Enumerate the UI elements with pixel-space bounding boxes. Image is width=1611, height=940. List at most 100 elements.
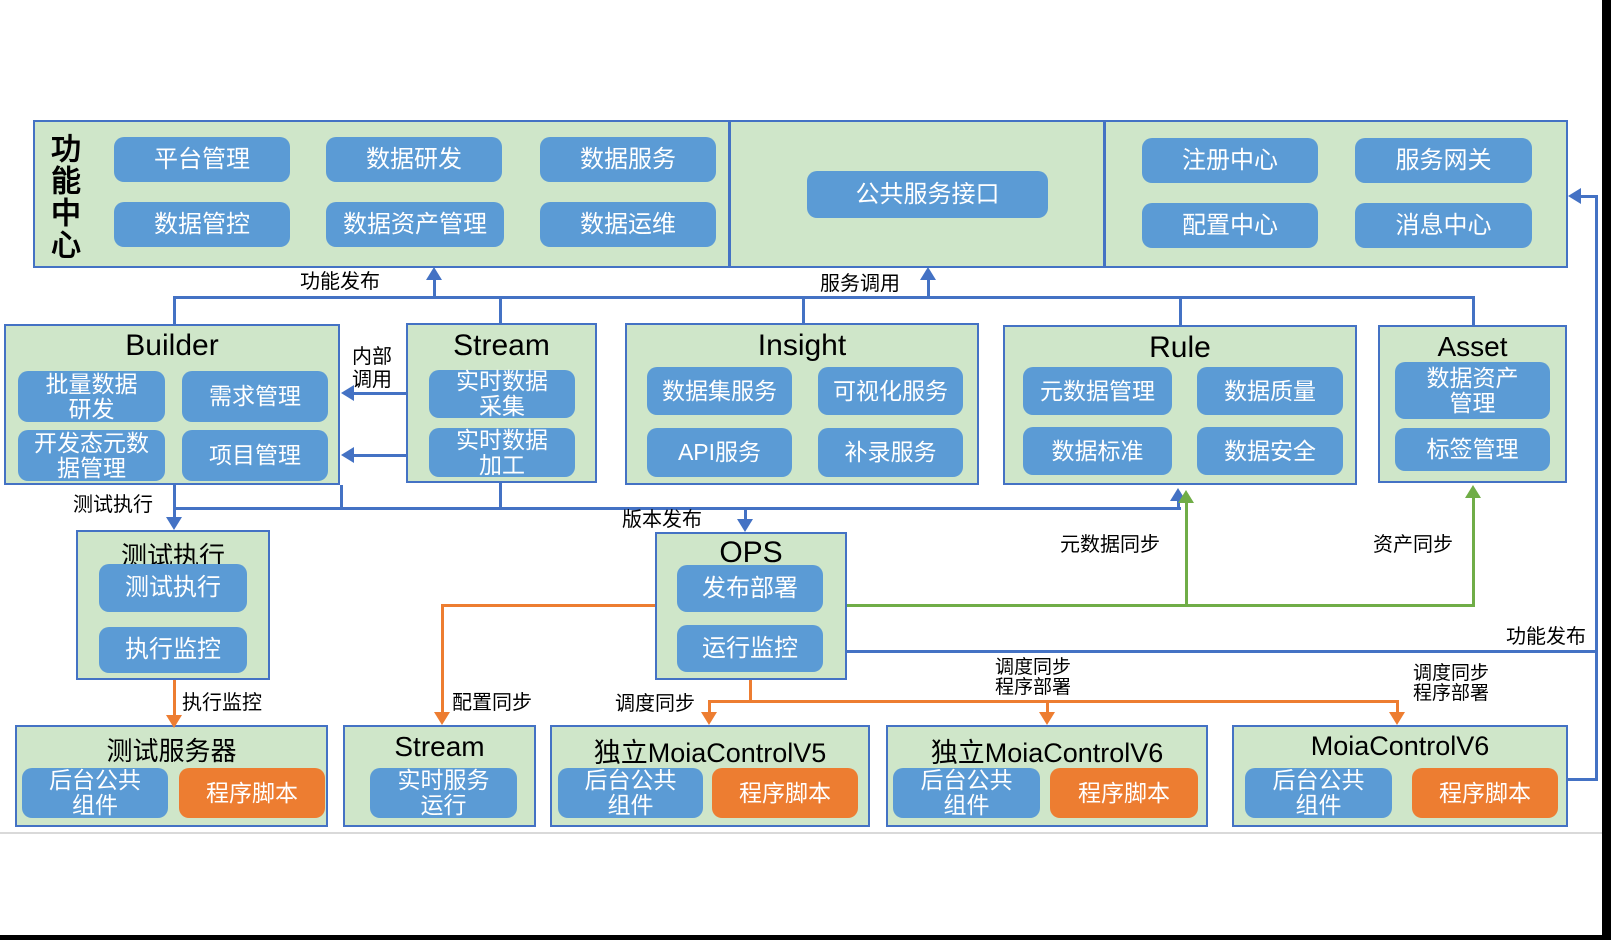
ln bbox=[1185, 503, 1188, 604]
builder-title: Builder bbox=[125, 329, 219, 362]
insight-item: 数据集服务 bbox=[647, 367, 792, 415]
top-platform-item: 数据资产管理 bbox=[326, 202, 504, 247]
arrow-down bbox=[701, 712, 717, 725]
label-version-release: 版本发布 bbox=[622, 509, 702, 531]
test-exec-item: 测试执行 bbox=[99, 564, 247, 612]
server-moia-v6s-component: 后台公共 组件 bbox=[893, 768, 1040, 818]
ln bbox=[1595, 195, 1598, 781]
builder-item: 批量数据 研发 bbox=[18, 371, 165, 422]
ln bbox=[744, 510, 747, 520]
asset-title: Asset bbox=[1437, 331, 1508, 362]
server-test-title: 测试服务器 bbox=[106, 736, 237, 766]
ln bbox=[1046, 703, 1049, 712]
label-service-call: 服务调用 bbox=[820, 273, 900, 295]
insight-item: API服务 bbox=[647, 428, 792, 477]
label-config-sync: 配置同步 bbox=[452, 692, 532, 714]
stream-title: Stream bbox=[453, 329, 550, 362]
rule-item: 数据质量 bbox=[1197, 367, 1343, 415]
ops-item: 运行监控 bbox=[677, 625, 823, 672]
ln bbox=[708, 700, 711, 712]
arrow-left bbox=[341, 385, 354, 401]
server-moia-v5-component: 后台公共 组件 bbox=[558, 768, 703, 818]
server-stream-component: 实时服务 运行 bbox=[370, 768, 517, 818]
ln bbox=[1177, 501, 1180, 508]
arrow-down bbox=[434, 712, 450, 725]
ln bbox=[1396, 703, 1399, 712]
test-exec-title: 测试执行 bbox=[120, 541, 225, 571]
server-moia-v6s-title: 独立MoiaControlV6 bbox=[930, 738, 1164, 768]
server-stream-title: Stream bbox=[394, 731, 485, 762]
rule-item: 数据标准 bbox=[1023, 427, 1172, 475]
arrow-down bbox=[737, 519, 753, 532]
ops-title: OPS bbox=[719, 536, 783, 569]
ln bbox=[173, 680, 176, 716]
label-asset-sync: 资产同步 bbox=[1373, 534, 1453, 556]
rule-item: 元数据管理 bbox=[1023, 367, 1172, 415]
ln bbox=[749, 680, 752, 702]
stream-item: 实时数据 加工 bbox=[429, 427, 575, 477]
top-divider-2 bbox=[1103, 120, 1106, 268]
builder-item: 项目管理 bbox=[182, 430, 328, 481]
ln bbox=[340, 485, 343, 507]
server-moia-v5-script: 程序脚本 bbox=[712, 768, 858, 818]
ln bbox=[1581, 195, 1598, 198]
ln bbox=[1568, 778, 1598, 781]
top-center-item: 公共服务接口 bbox=[807, 171, 1048, 218]
top-platform-item: 数据研发 bbox=[326, 137, 502, 182]
builder-item: 开发态元数 据管理 bbox=[18, 430, 165, 481]
separator-rule bbox=[0, 832, 1602, 834]
bus-publish bbox=[173, 296, 1475, 299]
arrow-left bbox=[1568, 188, 1581, 204]
ln bbox=[442, 604, 655, 607]
server-test-script: 程序脚本 bbox=[179, 768, 325, 818]
label-publish-right: 功能发布 bbox=[1506, 626, 1586, 648]
insight-item: 可视化服务 bbox=[818, 367, 963, 415]
ln bbox=[1472, 498, 1475, 604]
arrow-left bbox=[341, 447, 354, 463]
ln bbox=[1472, 296, 1475, 325]
test-exec-item: 执行监控 bbox=[99, 627, 247, 673]
function-center-title: 功能中心 bbox=[46, 133, 79, 261]
top-divider-1 bbox=[728, 120, 731, 268]
ln bbox=[353, 454, 406, 457]
screen-bottom-bar bbox=[0, 935, 1611, 940]
ln bbox=[709, 700, 1399, 703]
arrow-down bbox=[1389, 712, 1405, 725]
rule-item: 数据安全 bbox=[1197, 427, 1343, 475]
arrow-down bbox=[166, 715, 182, 728]
arrow-up bbox=[1178, 490, 1194, 503]
stream-item: 实时数据 采集 bbox=[429, 369, 575, 418]
ln bbox=[847, 650, 1598, 653]
top-infra-item: 服务网关 bbox=[1355, 138, 1532, 183]
arrow-up bbox=[1465, 485, 1481, 498]
ln bbox=[1179, 296, 1182, 325]
top-infra-item: 消息中心 bbox=[1355, 203, 1532, 248]
server-moia-v6s-script: 程序脚本 bbox=[1050, 768, 1198, 818]
ln bbox=[847, 604, 1475, 607]
label-schedule-deploy-mid: 调度同步 程序部署 bbox=[995, 657, 1072, 698]
ln bbox=[433, 280, 436, 299]
server-moia-v6-component: 后台公共 组件 bbox=[1245, 768, 1392, 818]
top-platform-item: 平台管理 bbox=[114, 137, 290, 182]
ln bbox=[173, 485, 176, 518]
server-moia-v6-script: 程序脚本 bbox=[1412, 768, 1558, 818]
label-meta-sync: 元数据同步 bbox=[1060, 534, 1160, 556]
builder-item: 需求管理 bbox=[182, 371, 328, 422]
label-schedule-sync: 调度同步 bbox=[615, 693, 695, 715]
top-infra-item: 配置中心 bbox=[1142, 203, 1318, 248]
top-platform-item: 数据服务 bbox=[540, 137, 716, 182]
arrow-down bbox=[1039, 712, 1055, 725]
screen-right-strip bbox=[1602, 0, 1611, 940]
bus-version bbox=[174, 507, 1181, 510]
label-test-exec: 测试执行 bbox=[73, 494, 153, 516]
top-platform-item: 数据运维 bbox=[540, 202, 716, 247]
ln bbox=[499, 483, 502, 507]
server-test-component: 后台公共 组件 bbox=[22, 768, 168, 818]
asset-item: 数据资产 管理 bbox=[1395, 362, 1550, 419]
ln bbox=[802, 296, 805, 323]
arrow-up bbox=[920, 267, 936, 280]
label-internal-call: 内部 调用 bbox=[352, 346, 392, 391]
arrow-down bbox=[166, 517, 182, 530]
label-publish-top: 功能发布 bbox=[300, 271, 380, 293]
insight-item: 补录服务 bbox=[818, 428, 963, 477]
